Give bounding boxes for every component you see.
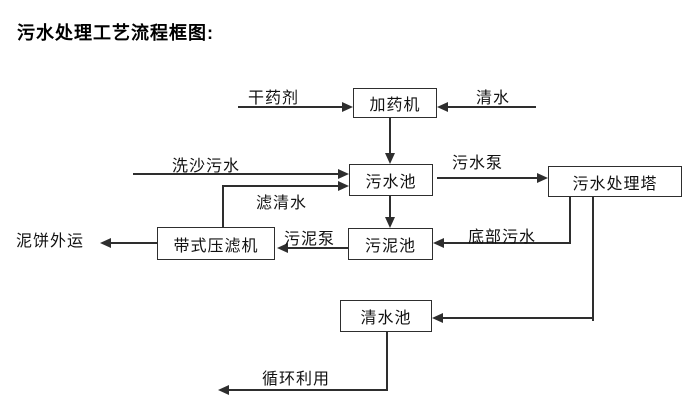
arrowhead-right-icon — [338, 181, 349, 191]
node-belt-filter-press: 带式压滤机 — [157, 227, 275, 260]
node-sewage-pool-label: 污水池 — [365, 174, 417, 191]
flow-line-recycling-vertical — [386, 332, 388, 391]
arrowhead-down-icon — [385, 217, 395, 228]
flow-line-sewage-to-sludge-pool — [389, 196, 391, 217]
arrowhead-right-icon — [342, 102, 353, 112]
flow-line-tower-to-clear-pool — [443, 317, 594, 319]
flow-line-dry-agent — [238, 106, 342, 108]
flow-line-sewage-pump — [437, 177, 537, 179]
flow-label-mud-cake-out: 泥饼外运 — [16, 233, 85, 250]
node-sewage-pool: 污水池 — [349, 164, 433, 196]
arrowhead-left-icon — [432, 313, 443, 323]
flow-line-bottom-sewage — [444, 242, 571, 244]
flow-line-mud-cake-out — [111, 242, 157, 244]
flow-line-dosing-to-sewage-pool — [389, 118, 391, 153]
page-title: 污水处理工艺流程框图: — [17, 23, 214, 43]
flow-label-dry-agent: 干药剂 — [248, 90, 300, 107]
flow-line-bottom-sewage-vertical — [569, 197, 571, 244]
node-clear-water-pool: 清水池 — [340, 300, 432, 332]
flow-line-filtered-water-vertical — [222, 186, 224, 227]
node-treatment-tower: 污水处理塔 — [548, 166, 682, 197]
arrowhead-left-icon — [277, 243, 288, 253]
flow-label-sewage-pump: 污水泵 — [452, 155, 504, 172]
flow-label-recycling: 循环利用 — [262, 371, 331, 388]
flow-line-filtered-water — [222, 185, 338, 187]
flow-line-sand-washing-sewage — [133, 173, 338, 175]
flow-label-bottom-sewage: 底部污水 — [468, 229, 537, 246]
flow-line-recycling — [229, 389, 388, 391]
node-sludge-pool-label: 污泥池 — [364, 238, 416, 255]
flow-line-sludge-pump — [288, 247, 348, 249]
node-treatment-tower-label: 污水处理塔 — [572, 175, 658, 193]
node-clear-water-pool-label: 清水池 — [360, 310, 412, 327]
node-belt-filter-press-label: 带式压滤机 — [173, 237, 259, 255]
node-dosing-machine-label: 加药机 — [369, 97, 421, 114]
flow-label-filtered-water: 滤清水 — [256, 195, 308, 212]
flow-line-tower-to-clear-pool-vertical — [592, 197, 594, 321]
flow-label-clean-water: 清水 — [476, 90, 511, 107]
flow-label-sand-washing-sewage: 洗沙污水 — [172, 158, 241, 175]
flow-line-clean-water — [448, 106, 536, 108]
arrowhead-left-icon — [437, 102, 448, 112]
arrowhead-left-icon — [100, 238, 111, 248]
arrowhead-down-icon — [385, 153, 395, 164]
flow-label-sludge-pump: 污泥泵 — [284, 231, 336, 248]
arrowhead-left-icon — [218, 385, 229, 395]
arrowhead-right-icon — [338, 169, 349, 179]
arrowhead-left-icon — [433, 238, 444, 248]
node-dosing-machine: 加药机 — [353, 88, 437, 118]
node-sludge-pool: 污泥池 — [348, 228, 433, 260]
arrowhead-right-icon — [537, 173, 548, 183]
